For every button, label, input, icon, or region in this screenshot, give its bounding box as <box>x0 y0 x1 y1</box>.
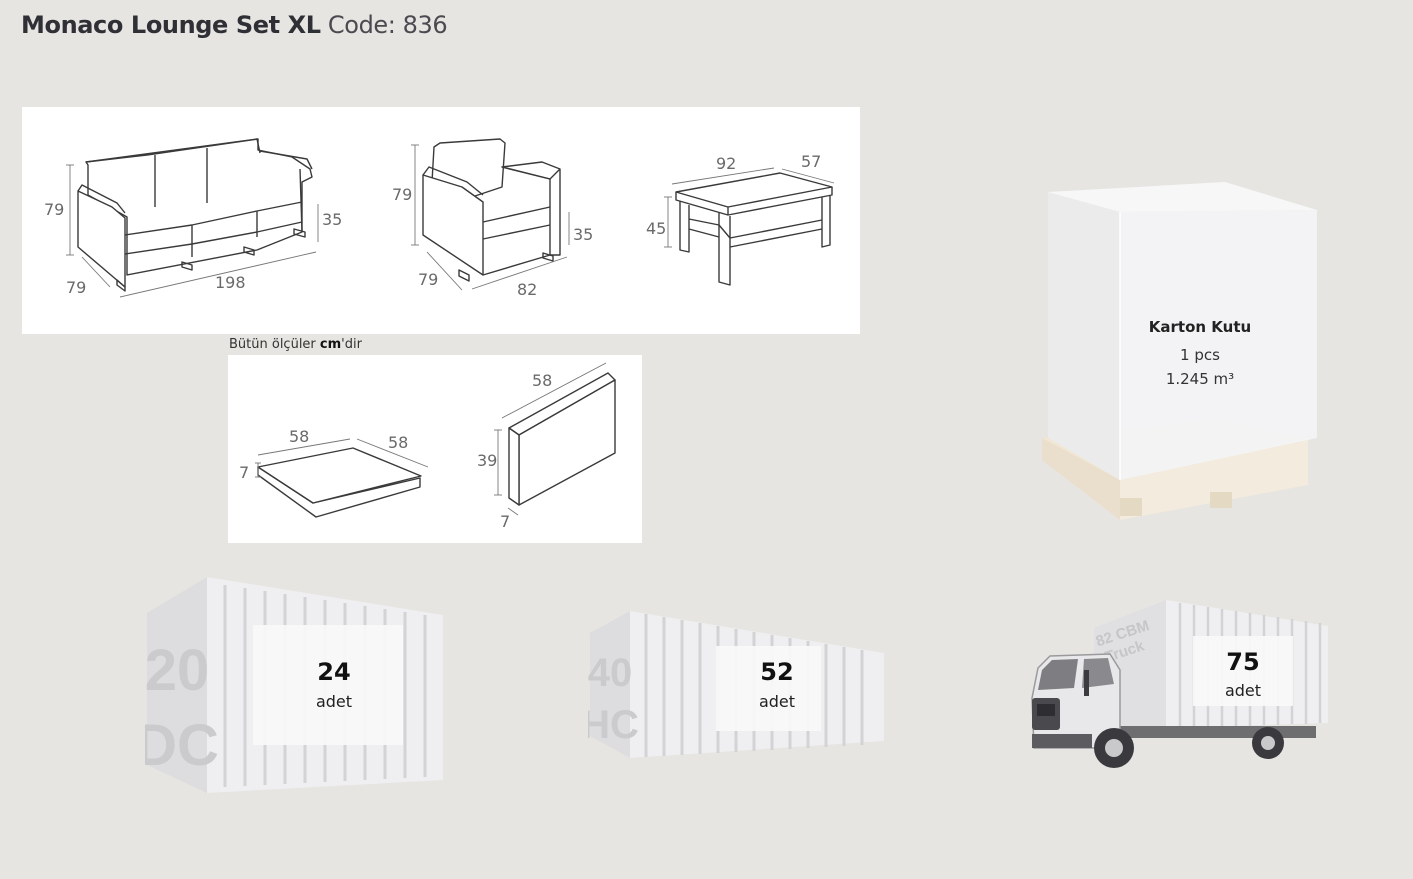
container-20dc-line1: 20 <box>145 638 209 703</box>
carton-label: Karton Kutu <box>1148 318 1252 336</box>
truck-illustration: 82 CBM Truck <box>1031 600 1328 768</box>
armchair-height-label: 79 <box>392 185 412 204</box>
truck-unit: adet <box>1224 681 1262 700</box>
seat-cushion-depth-label: 58 <box>388 433 408 452</box>
truck-82cbm: 82 CBM Truck 75 adet <box>1028 598 1333 773</box>
seat-cushion-thickness-label: 7 <box>239 463 249 482</box>
table-drawing: 92 57 45 <box>646 152 835 286</box>
container-20dc-unit: adet <box>315 692 353 711</box>
back-cushion-thickness-label: 7 <box>500 512 510 531</box>
back-cushion-drawing: 58 39 7 <box>477 362 616 531</box>
cushion-dimensions-panel: 58 58 7 58 39 7 <box>228 355 642 543</box>
furniture-dimensions-panel: 79 79 198 35 79 79 82 35 <box>22 107 860 334</box>
armchair-drawing: 79 79 82 35 <box>392 138 593 299</box>
container-20dc-illustration: 20 DC <box>145 577 443 793</box>
sofa-depth-label: 79 <box>66 278 86 297</box>
sofa-drawing: 79 79 198 35 <box>44 138 342 298</box>
product-code: Code: 836 <box>327 11 448 39</box>
container-40hc-unit: adet <box>758 692 796 711</box>
furniture-drawings: 79 79 198 35 79 79 82 35 <box>44 138 835 299</box>
container-20dc: 20 DC 24 adet <box>145 575 445 795</box>
container-40hc-illustration: 40 HC <box>588 611 884 758</box>
carton-box-illustration <box>1042 182 1317 520</box>
sofa-height-label: 79 <box>44 200 64 219</box>
page-title: Monaco Lounge Set XL Code: 836 <box>21 11 448 39</box>
back-cushion-height-label: 39 <box>477 451 497 470</box>
table-length-label: 92 <box>716 154 736 173</box>
back-cushion-length-label: 58 <box>532 371 552 390</box>
armchair-depth-label: 79 <box>418 270 438 289</box>
sofa-width-label: 198 <box>215 273 246 292</box>
armchair-seat-height-label: 35 <box>573 225 593 244</box>
sofa-seat-height-label: 35 <box>322 210 342 229</box>
product-name: Monaco Lounge Set XL <box>21 11 321 39</box>
carton-box: Karton Kutu 1 pcs 1.245 m³ <box>1040 180 1320 525</box>
carton-pcs: 1 pcs <box>1180 346 1220 364</box>
container-20dc-count: 24 <box>317 658 351 686</box>
armchair-width-label: 82 <box>517 280 537 299</box>
container-40hc: 40 HC 52 adet <box>588 608 888 763</box>
carton-volume: 1.245 m³ <box>1165 370 1235 388</box>
container-40hc-line1: 40 <box>588 651 632 695</box>
dimensions-note: Bütün ölçüler cm'dir <box>229 337 362 352</box>
table-height-label: 45 <box>646 219 666 238</box>
seat-cushion-length-label: 58 <box>289 427 309 446</box>
cushion-drawings: 58 58 7 58 39 7 <box>239 362 616 531</box>
container-40hc-count: 52 <box>760 658 794 686</box>
container-40hc-line2: HC <box>588 703 639 747</box>
truck-count: 75 <box>1226 648 1260 676</box>
seat-cushion-drawing: 58 58 7 <box>239 427 429 518</box>
container-20dc-line2: DC <box>145 713 219 778</box>
table-depth-label: 57 <box>801 152 821 171</box>
